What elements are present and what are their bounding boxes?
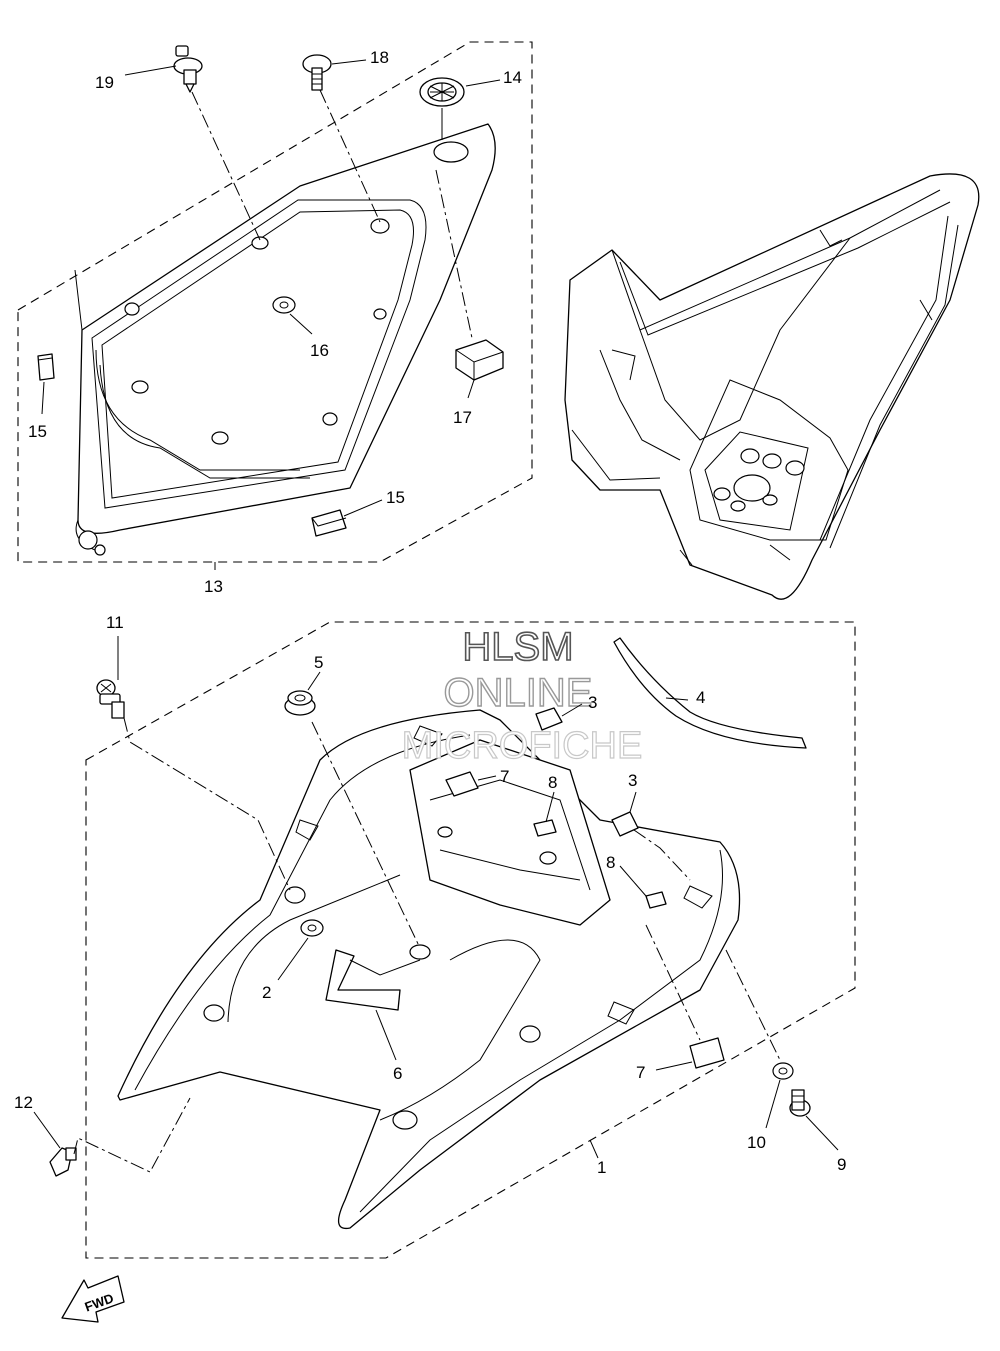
damper-15-left[interactable] [37,353,55,381]
damper-16[interactable] [272,296,296,314]
callout-19: 19 [95,73,114,92]
callout-3-upper: 3 [588,693,597,712]
rear-frame [564,173,980,600]
callout-12: 12 [14,1093,33,1112]
collar-2[interactable] [300,919,324,937]
callout-17: 17 [453,408,472,427]
nut-3-upper[interactable] [535,707,563,731]
rear-frame-assembly [564,173,980,600]
callout-8-lower: 8 [606,853,615,872]
bracket-6[interactable] [325,949,401,1011]
nut-3-right[interactable] [611,811,639,837]
assembly-1-boundary [85,621,856,1259]
callout-2: 2 [262,983,271,1002]
callout-10: 10 [747,1133,766,1152]
callout-11: 11 [106,613,124,632]
callout-16: 16 [310,341,329,360]
assembly-13-group [17,41,533,563]
callout-13: 13 [204,577,223,596]
fwd-direction-badge: FWD [61,1275,125,1323]
assembly-1-group [49,621,856,1259]
panel-bosses [124,141,469,445]
callout-7-upper: 7 [500,767,509,786]
watermark-line-2: ONLINE [444,671,593,715]
rivet-12[interactable] [49,1147,77,1177]
collar-10[interactable] [772,1062,794,1080]
callout-7-lower: 7 [636,1063,645,1082]
fastener-19[interactable] [173,45,203,93]
damper-7-upper[interactable] [445,771,479,797]
bolt-9[interactable] [789,1089,811,1117]
damper-8-lower[interactable] [645,891,667,909]
emblem-grommet-14[interactable] [419,77,465,107]
callout-1: 1 [597,1158,606,1177]
callout-5: 5 [314,653,323,672]
callout-15-left: 15 [28,422,47,441]
callout-leaders [33,59,839,1159]
callout-3-right: 3 [628,771,637,790]
damper-7-lower[interactable] [689,1037,725,1069]
callout-8-upper: 8 [548,773,557,792]
assembly-13-boundary [17,41,533,563]
screw-18[interactable] [302,54,332,91]
watermark: HLSM ONLINE MICROFICHE [401,624,643,767]
callout-14: 14 [503,68,522,87]
side-cover-panel[interactable] [77,123,496,534]
callout-18: 18 [370,48,389,67]
collar-5[interactable] [284,690,316,716]
damper-15-bottom[interactable] [311,509,347,537]
fwd-arrow-icon [61,1275,125,1323]
damper-17[interactable] [455,339,504,381]
callout-9: 9 [837,1155,846,1174]
callout-4: 4 [696,688,705,707]
trim-strip-4[interactable] [613,637,807,749]
callout-labels: 19 18 14 16 17 15 15 13 11 5 3 4 7 8 3 8… [14,48,846,1177]
callout-15-bottom: 15 [386,488,405,507]
screw-11[interactable] [96,679,125,719]
watermark-line-3: MICROFICHE [402,725,643,767]
watermark-line-1: HLSM [462,625,573,669]
callout-6: 6 [393,1064,402,1083]
